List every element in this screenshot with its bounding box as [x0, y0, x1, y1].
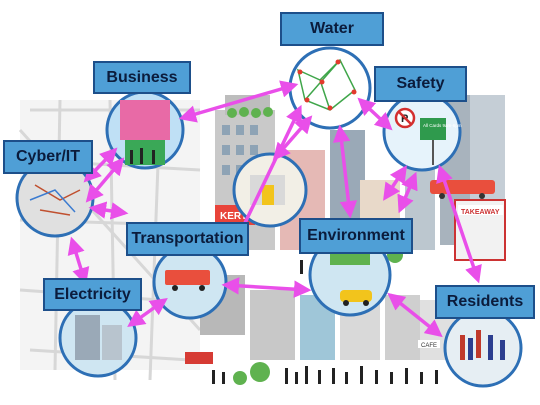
- arrow-environment-residents: [387, 292, 443, 338]
- arrow-environment-safety-2: [397, 171, 418, 214]
- connection-arrows: [67, 80, 482, 338]
- node-label-safety: Safety: [374, 66, 467, 102]
- node-label-transportation: Transportation: [126, 222, 249, 256]
- circle-details: P All Cards 9am-6pm: [29, 58, 505, 360]
- node-label-electricity: Electricity: [43, 278, 142, 311]
- arrow-cyber-transportation: [88, 201, 129, 220]
- arrow-safety-residents: [436, 164, 482, 284]
- node-label-residents: Residents: [435, 285, 535, 319]
- node-label-business: Business: [93, 61, 191, 94]
- arrow-electricity-transportation: [127, 297, 168, 328]
- arrow-business-cyber-2: [85, 157, 125, 203]
- sign-hours-text: All Cards 9am-6pm: [423, 123, 462, 128]
- arrow-water-safety: [357, 97, 393, 131]
- node-label-water: Water: [280, 12, 384, 46]
- arrow-water-environment: [332, 124, 358, 219]
- arrow-transportation-environment: [221, 277, 312, 298]
- residents-circle: [443, 308, 523, 388]
- node-label-cyber-it: Cyber/IT: [3, 140, 93, 174]
- cafe-sign: CAFE: [421, 343, 437, 349]
- takeaway-sign: TAKEAWAY: [461, 209, 500, 216]
- node-label-environment: Environment: [299, 218, 413, 254]
- arrow-cyber-electricity: [67, 236, 90, 286]
- arrow-business-water: [178, 80, 299, 123]
